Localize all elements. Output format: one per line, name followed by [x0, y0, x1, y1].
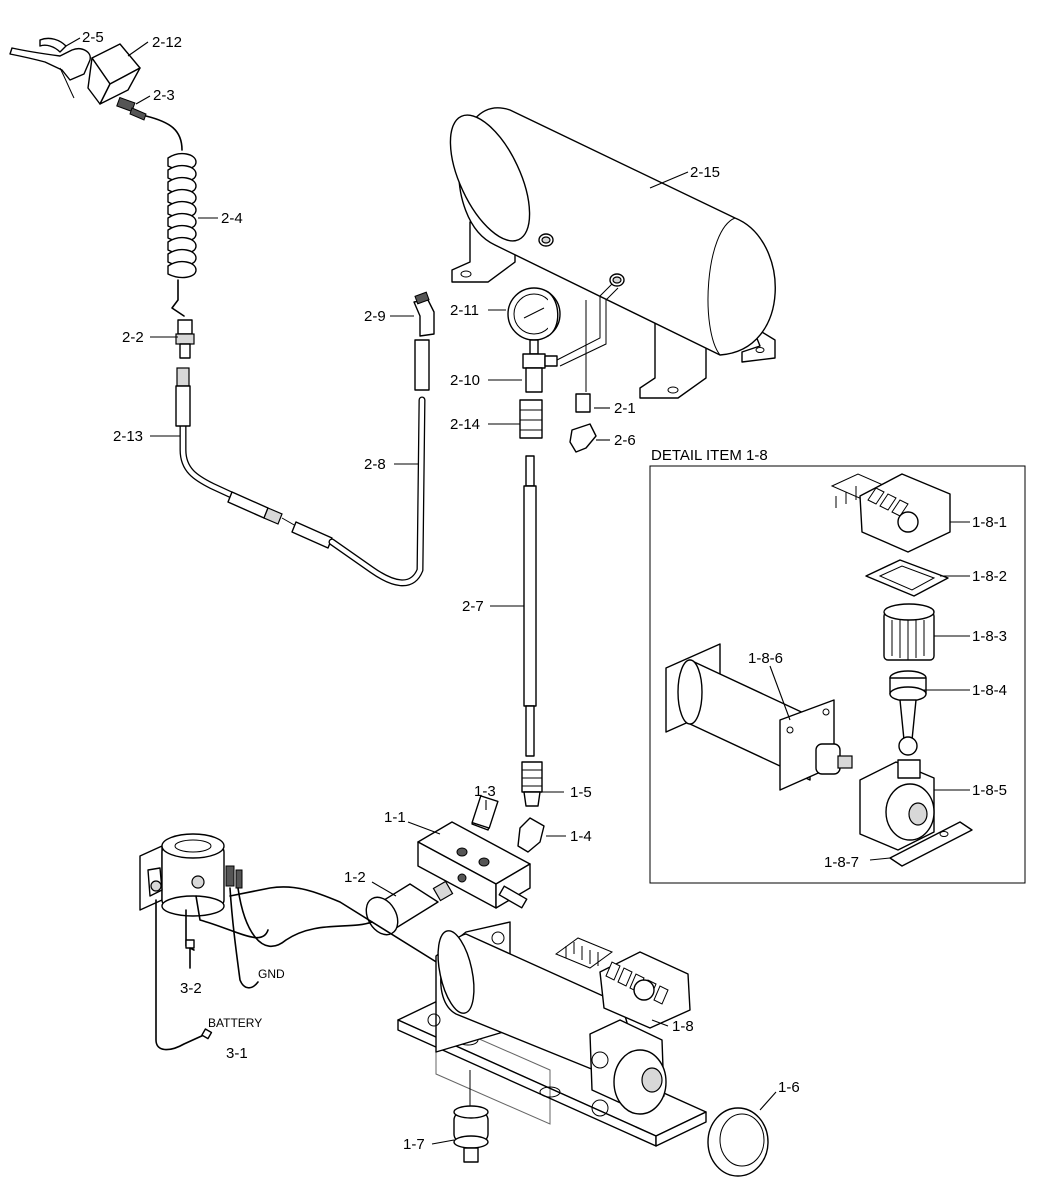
callout-1-6: 1-6 — [778, 1079, 800, 1096]
callout-1-8-5: 1-8-5 — [972, 782, 1007, 799]
blow-gun-assembly — [9, 37, 197, 359]
leader-lines — [65, 37, 970, 1145]
callout-2-2: 2-2 — [122, 329, 144, 346]
compressor-head — [554, 937, 691, 1029]
callout-2-5: 2-5 — [82, 29, 104, 46]
compressor-assembly — [397, 921, 769, 1177]
wire-label-gnd: GND — [258, 967, 285, 981]
callout-3-1: 3-1 — [226, 1045, 248, 1062]
callout-2-15: 2-15 — [690, 164, 720, 181]
relay-wiring — [139, 833, 447, 1051]
callout-3-2: 3-2 — [180, 980, 202, 997]
callout-1-3: 1-3 — [474, 783, 496, 800]
callout-1-8-2: 1-8-2 — [972, 568, 1007, 585]
callout-2-8: 2-8 — [364, 456, 386, 473]
detail-title: DETAIL ITEM 1-8 — [651, 447, 768, 464]
callout-2-11: 2-11 — [450, 302, 479, 319]
detail-box: DETAIL ITEM 1-8 — [649, 447, 1026, 884]
hose-assembly — [175, 291, 435, 587]
callout-1-1: 1-1 — [384, 809, 406, 826]
callout-2-6: 2-6 — [614, 432, 636, 449]
callout-1-8-6: 1-8-6 — [748, 650, 783, 667]
callout-2-1: 2-1 — [614, 400, 636, 417]
callout-2-12: 2-12 — [152, 34, 182, 51]
wire-label-battery: BATTERY — [208, 1016, 262, 1030]
manifold-assembly — [365, 795, 545, 936]
gauge-assembly — [507, 283, 619, 807]
callout-2-10: 2-10 — [450, 372, 480, 389]
coil-hose — [167, 152, 197, 279]
callout-2-3: 2-3 — [153, 87, 175, 104]
detail-head — [830, 473, 951, 553]
callout-1-8-3: 1-8-3 — [972, 628, 1007, 645]
callout-2-9: 2-9 — [364, 308, 386, 325]
air-tank — [449, 107, 776, 399]
callout-labels: 2-5 2-12 2-3 2-4 2-2 2-13 2-15 2-9 2-11 … — [82, 29, 1007, 1153]
callout-2-4: 2-4 — [221, 210, 243, 227]
callout-1-8-7: 1-8-7 — [824, 854, 859, 871]
callout-1-8-1: 1-8-1 — [972, 514, 1007, 531]
callout-1-7: 1-7 — [403, 1136, 425, 1153]
callout-1-2: 1-2 — [344, 869, 366, 886]
callout-1-8-4: 1-8-4 — [972, 682, 1007, 699]
callout-1-4: 1-4 — [570, 828, 592, 845]
callout-2-7: 2-7 — [462, 598, 484, 615]
callout-1-8: 1-8 — [672, 1018, 694, 1035]
callout-1-5: 1-5 — [570, 784, 592, 801]
callout-2-14: 2-14 — [450, 416, 480, 433]
callout-2-13: 2-13 — [113, 428, 143, 445]
